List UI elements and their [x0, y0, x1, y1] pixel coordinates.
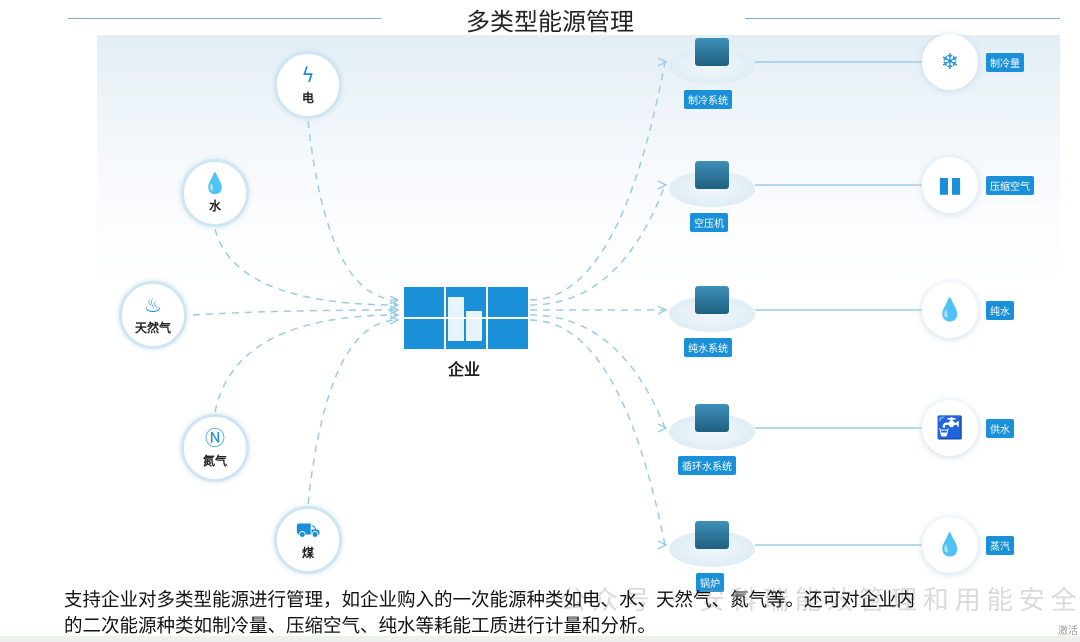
- source-node: ⛟煤: [274, 506, 342, 574]
- nitrogen-icon: Ⓝ: [205, 426, 225, 450]
- source-flow-line: [214, 228, 399, 306]
- enterprise-icon: [404, 287, 528, 349]
- arrow-head: [657, 57, 668, 67]
- equipment-icon: [695, 38, 729, 66]
- arrow-head: [657, 180, 668, 190]
- equipment-flow-line: [529, 184, 666, 306]
- output-icon: ❄: [922, 34, 978, 90]
- output-icon: 🚰: [922, 400, 978, 456]
- equipment-image: [669, 404, 755, 450]
- output-label: 制冷量: [986, 53, 1024, 72]
- equipment-icon: [695, 286, 729, 314]
- equipment-icon: [695, 521, 729, 549]
- diagram-panel: [97, 35, 1060, 587]
- description-line-1: 支持企业对多类型能源进行管理，如企业购入的一次能源种类如电、水、天然气、氮气等。…: [64, 590, 916, 611]
- watermark: 公众号 · 安科瑞能效管理和用能安全: [560, 586, 1080, 616]
- arrow-head: [657, 305, 668, 315]
- description: 支持企业对多类型能源进行管理，如企业购入的一次能源种类如电、水、天然气、氮气等。…: [64, 588, 1064, 640]
- equipment-flow-line: [529, 61, 666, 301]
- water-drop-icon: 💧: [202, 171, 228, 195]
- lightning-icon: ϟ: [301, 63, 315, 87]
- source-label: 水: [208, 199, 221, 213]
- output-icon: ▮▮: [922, 157, 978, 213]
- equipment-icon: [695, 161, 729, 189]
- source-node: 💧水: [181, 159, 249, 227]
- equipment-icon: [695, 404, 729, 432]
- arrow-head: [657, 423, 668, 433]
- arrow-head: [389, 315, 400, 325]
- output-label: 蒸汽: [986, 536, 1014, 555]
- title-line-left: [68, 18, 381, 19]
- arrow-head: [657, 540, 668, 550]
- enterprise-label: 企业: [448, 360, 481, 379]
- equipment-label: 制冷系统: [684, 90, 732, 109]
- source-label: 煤: [301, 546, 314, 560]
- equipment-image: [669, 38, 755, 84]
- source-flow-line: [307, 120, 399, 301]
- output-label: 纯水: [986, 301, 1014, 320]
- equipment-label: 锅炉: [696, 573, 724, 592]
- source-node: ♨ 天然气: [119, 281, 187, 349]
- title-line-right: [745, 18, 1060, 19]
- coal-cart-icon: ⛟: [295, 518, 321, 542]
- equipment-flow-line: [529, 319, 666, 546]
- equipment-label: 空压机: [690, 213, 728, 232]
- source-label: 电: [301, 91, 314, 105]
- flame-icon: ♨: [144, 293, 162, 317]
- source-node: Ⓝ 氮气: [181, 414, 249, 482]
- page-title: 多类型能源管理: [466, 8, 634, 36]
- output-icon: 💧: [922, 517, 978, 573]
- source-label: 天然气: [134, 321, 171, 335]
- description-line-2: 的二次能源种类如制冷量、压缩空气、纯水等耗能工质进行计量和分析。: [64, 616, 657, 637]
- bottom-bar: [0, 636, 1080, 642]
- activation-text: 激活: [1058, 626, 1078, 637]
- equipment-image: [669, 521, 755, 567]
- equipment-image: [669, 286, 755, 332]
- output-label: 供水: [986, 419, 1014, 438]
- output-label: 压缩空气: [986, 176, 1034, 195]
- source-flow-line: [192, 309, 399, 316]
- source-flow-line: [307, 319, 399, 505]
- equipment-label: 纯水系统: [684, 338, 732, 357]
- equipment-label: 循环水系统: [678, 456, 736, 475]
- source-flow-line: [214, 314, 399, 413]
- source-label: 氮气: [202, 454, 227, 468]
- equipment-flow-line: [529, 314, 666, 429]
- equipment-image: [669, 161, 755, 207]
- output-icon: 💧: [922, 282, 978, 338]
